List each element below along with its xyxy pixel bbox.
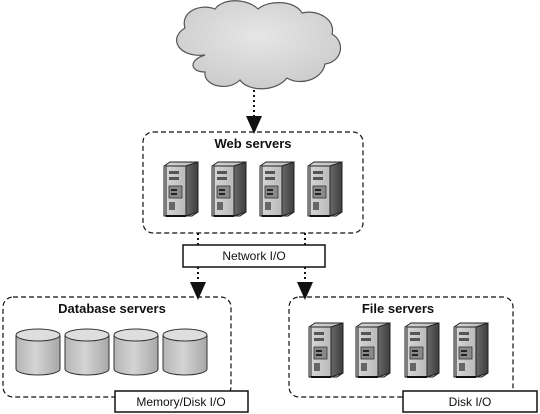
file-server-icon <box>308 322 344 378</box>
file-server-icon <box>453 322 489 378</box>
file-servers-group: File servers <box>288 296 514 398</box>
file-server-icon <box>404 322 440 378</box>
memory-disk-io-label: Memory/Disk I/O <box>136 395 225 409</box>
internet-cloud-icon <box>176 0 342 90</box>
disk-io-box: Disk I/O <box>402 390 538 413</box>
memory-disk-io-box: Memory/Disk I/O <box>114 390 249 413</box>
database-disk-icon <box>113 328 159 376</box>
web-servers-title: Web servers <box>214 136 291 151</box>
database-disk-icon <box>15 328 61 376</box>
database-servers-group: Database servers <box>2 296 232 398</box>
database-servers-title: Database servers <box>58 301 166 316</box>
database-disk-icon <box>162 328 208 376</box>
database-disk-icon <box>64 328 110 376</box>
file-server-icon <box>355 322 391 378</box>
network-io-label: Network I/O <box>222 249 285 263</box>
network-io-box: Network I/O <box>182 244 326 268</box>
disk-io-label: Disk I/O <box>449 395 492 409</box>
file-servers-title: File servers <box>362 301 434 316</box>
web-server-icon <box>259 161 295 217</box>
web-server-icon <box>163 161 199 217</box>
web-server-icon <box>211 161 247 217</box>
web-servers-group: Web servers <box>142 131 364 234</box>
web-server-icon <box>307 161 343 217</box>
